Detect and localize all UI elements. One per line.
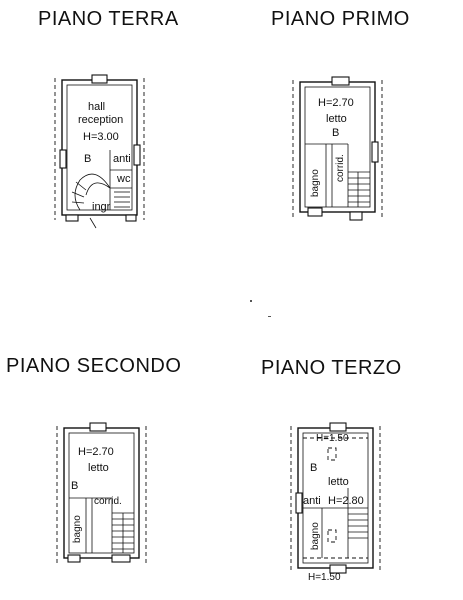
label-corrid-second: corrid. xyxy=(94,496,122,507)
title-piano-primo: PIANO PRIMO xyxy=(271,8,410,30)
title-piano-secondo: PIANO SECONDO xyxy=(6,355,182,377)
label-letto-first: letto xyxy=(326,113,347,125)
label-letto-second: letto xyxy=(88,462,109,474)
label-height-bottom: H=1.50 xyxy=(308,572,341,583)
plan-piano-terra: hall reception H=3.00 B anti wc ingr xyxy=(54,74,145,229)
title-piano-terzo: PIANO TERZO xyxy=(261,357,402,379)
label-height-first: H=2.70 xyxy=(318,97,354,109)
stair-second xyxy=(112,512,134,553)
label-ingr: ingr xyxy=(92,201,111,213)
window-bottom-left xyxy=(65,214,79,222)
label-hall: hall xyxy=(88,101,105,113)
label-letto-third: letto xyxy=(328,476,349,488)
window-bottom-left xyxy=(307,207,323,217)
door-left xyxy=(59,149,67,169)
label-bagno-second: bagno xyxy=(72,515,83,543)
label-bagno-first: bagno xyxy=(310,169,321,197)
label-anti: anti xyxy=(113,153,131,165)
plan-piano-terzo: H=1.50 B letto anti H=2.80 bagno H=1.50 xyxy=(290,422,381,583)
window-top xyxy=(331,76,350,86)
label-corrid-first: corrid. xyxy=(335,154,346,182)
label-b-first: B xyxy=(332,127,339,139)
stair-ground xyxy=(71,181,130,208)
window-bottom-right xyxy=(349,211,363,221)
label-b-second: B xyxy=(71,480,78,492)
window-bottom-right xyxy=(125,214,137,222)
door-right xyxy=(133,144,141,166)
label-reception: reception xyxy=(78,114,123,126)
label-height-ground: H=3.00 xyxy=(83,131,119,143)
stair-first xyxy=(348,171,370,207)
label-bagno-third: bagno xyxy=(310,522,321,550)
label-b-ground: B xyxy=(84,153,91,165)
label-height-top: H=1.50 xyxy=(316,433,349,444)
label-anti-third: anti xyxy=(303,495,321,507)
scan-speck xyxy=(250,300,252,302)
window-top xyxy=(91,74,108,84)
title-piano-terra: PIANO TERRA xyxy=(38,8,179,30)
plan-piano-secondo: H=2.70 letto B bagno corrid. xyxy=(56,422,147,563)
window-bottom-left xyxy=(67,554,81,563)
door-left xyxy=(295,492,303,514)
label-height-mid: H=2.80 xyxy=(328,495,364,507)
window-bottom-right xyxy=(111,554,131,563)
scan-speck xyxy=(268,316,271,317)
door-right xyxy=(371,141,379,163)
plan-piano-primo: H=2.70 letto B bagno corrid. xyxy=(292,76,383,221)
label-height-second: H=2.70 xyxy=(78,446,114,458)
stair-third xyxy=(348,507,368,539)
skylight-bottom xyxy=(327,529,337,543)
label-wc: wc xyxy=(116,173,131,185)
label-b-third: B xyxy=(310,462,317,474)
window-bottom xyxy=(329,564,347,574)
window-top xyxy=(329,422,347,432)
window-top xyxy=(89,422,107,432)
skylight-top xyxy=(327,447,337,461)
